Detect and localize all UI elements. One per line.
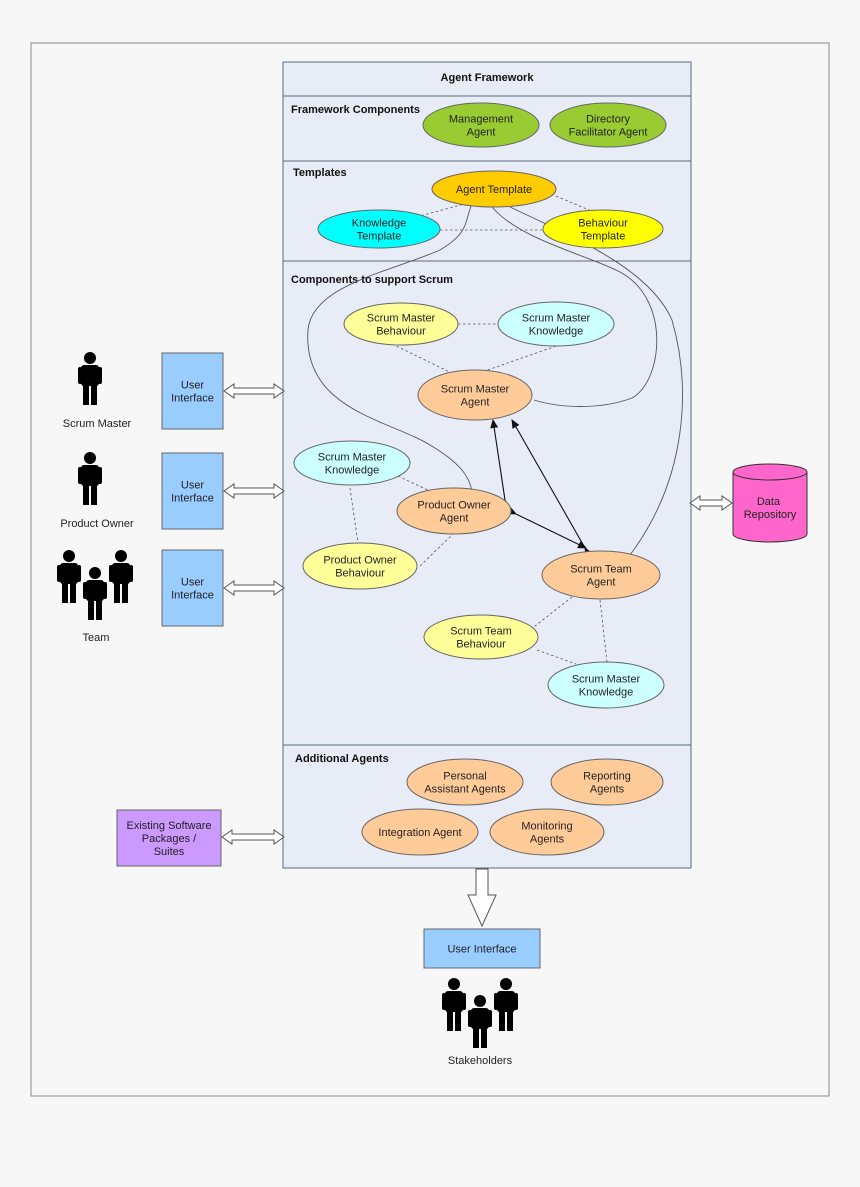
framework-title: Agent Framework [441,72,535,84]
double-arrow [221,829,285,845]
node-shape [361,808,479,856]
node-label: Agent Template [456,184,532,196]
section-framework-components: Framework Components [291,104,420,116]
node-shape [431,170,557,208]
data-repository-label: Data Repository [744,496,797,521]
box-shape [161,549,224,627]
scrum-master-actor: Scrum Master [63,352,132,430]
double-arrow [223,483,285,499]
node-shape [497,301,615,347]
double-arrow [223,383,285,399]
connectors [307,195,683,665]
section-additional-agents: Additional Agents [295,753,389,765]
section-scrum-components: Components to support Scrum [291,274,453,286]
actor-label-scrum-master: Scrum Master [63,418,132,430]
double-arrow [223,580,285,596]
section-templates: Templates [293,167,347,179]
actor-label-stakeholders: Stakeholders [448,1055,513,1067]
box-shape [161,452,224,530]
node-shape [417,369,533,421]
double-arrow [689,495,733,511]
node-label: User Interface [447,944,516,956]
box-shape [423,928,541,969]
node-shape [406,758,524,806]
node-shape [317,209,441,249]
node-shape [302,542,418,590]
node-shape [423,614,539,660]
node-shape [547,661,665,709]
box-shape [161,352,224,430]
product-owner-actor: Product Owner [60,452,134,530]
hollow-arrows [221,383,733,845]
node-shape [396,487,512,535]
box-shape [116,809,222,867]
bottom-user-interface-box[interactable]: User Interface [423,928,541,969]
team-actor: Team [57,550,133,644]
node-label: Integration Agent [378,827,461,839]
node-shape [549,102,667,148]
node-shape [489,808,605,856]
actor-label-team: Team [83,632,110,644]
node-shape [541,550,661,600]
node-shape [542,209,664,249]
actor-label-product-owner: Product Owner [60,518,134,530]
stakeholders-actor: Stakeholders [442,978,518,1067]
node-shape [343,302,459,346]
integration-agent-node[interactable]: Integration Agent [361,808,479,856]
down-arrow [467,868,497,928]
node-shape [550,758,664,806]
data-repository-cylinder[interactable]: Data Repository [732,463,808,543]
node-shape [293,440,411,486]
node-shape [422,102,540,148]
agent-template-node[interactable]: Agent Template [431,170,557,208]
